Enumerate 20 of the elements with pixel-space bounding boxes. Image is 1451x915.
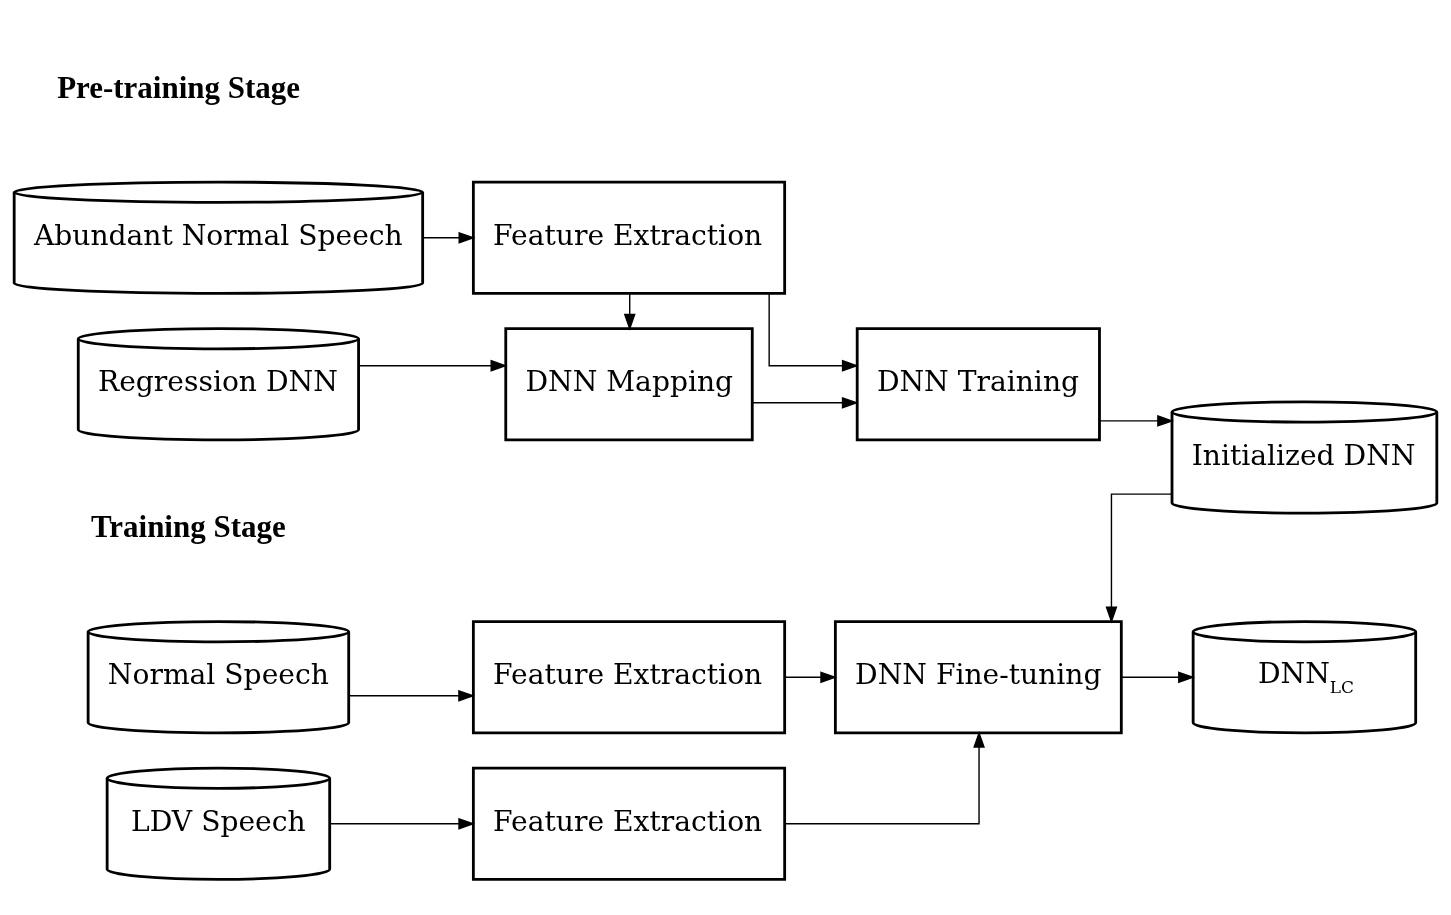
node-box: DNN Training [855, 327, 1101, 442]
arrow [751, 396, 859, 409]
arrow [784, 671, 838, 684]
arrow [348, 689, 476, 702]
arrow [1105, 493, 1173, 624]
arrow [1099, 414, 1175, 427]
node-box: DNN Mapping [504, 327, 754, 442]
node-box: Feature Extraction [471, 620, 787, 735]
arrow [768, 292, 859, 372]
arrow [329, 817, 476, 830]
arrow [623, 292, 636, 331]
label: Pre-training Stage [57, 69, 300, 105]
node-box: DNN Fine-tuning [833, 620, 1123, 735]
node-box: Feature Extraction [471, 766, 787, 881]
arrow [357, 359, 508, 372]
arrow [784, 730, 985, 825]
node-box: Feature Extraction [471, 180, 787, 295]
label: Training Stage [90, 509, 286, 545]
arrow [1120, 671, 1195, 684]
arrow [422, 231, 476, 244]
